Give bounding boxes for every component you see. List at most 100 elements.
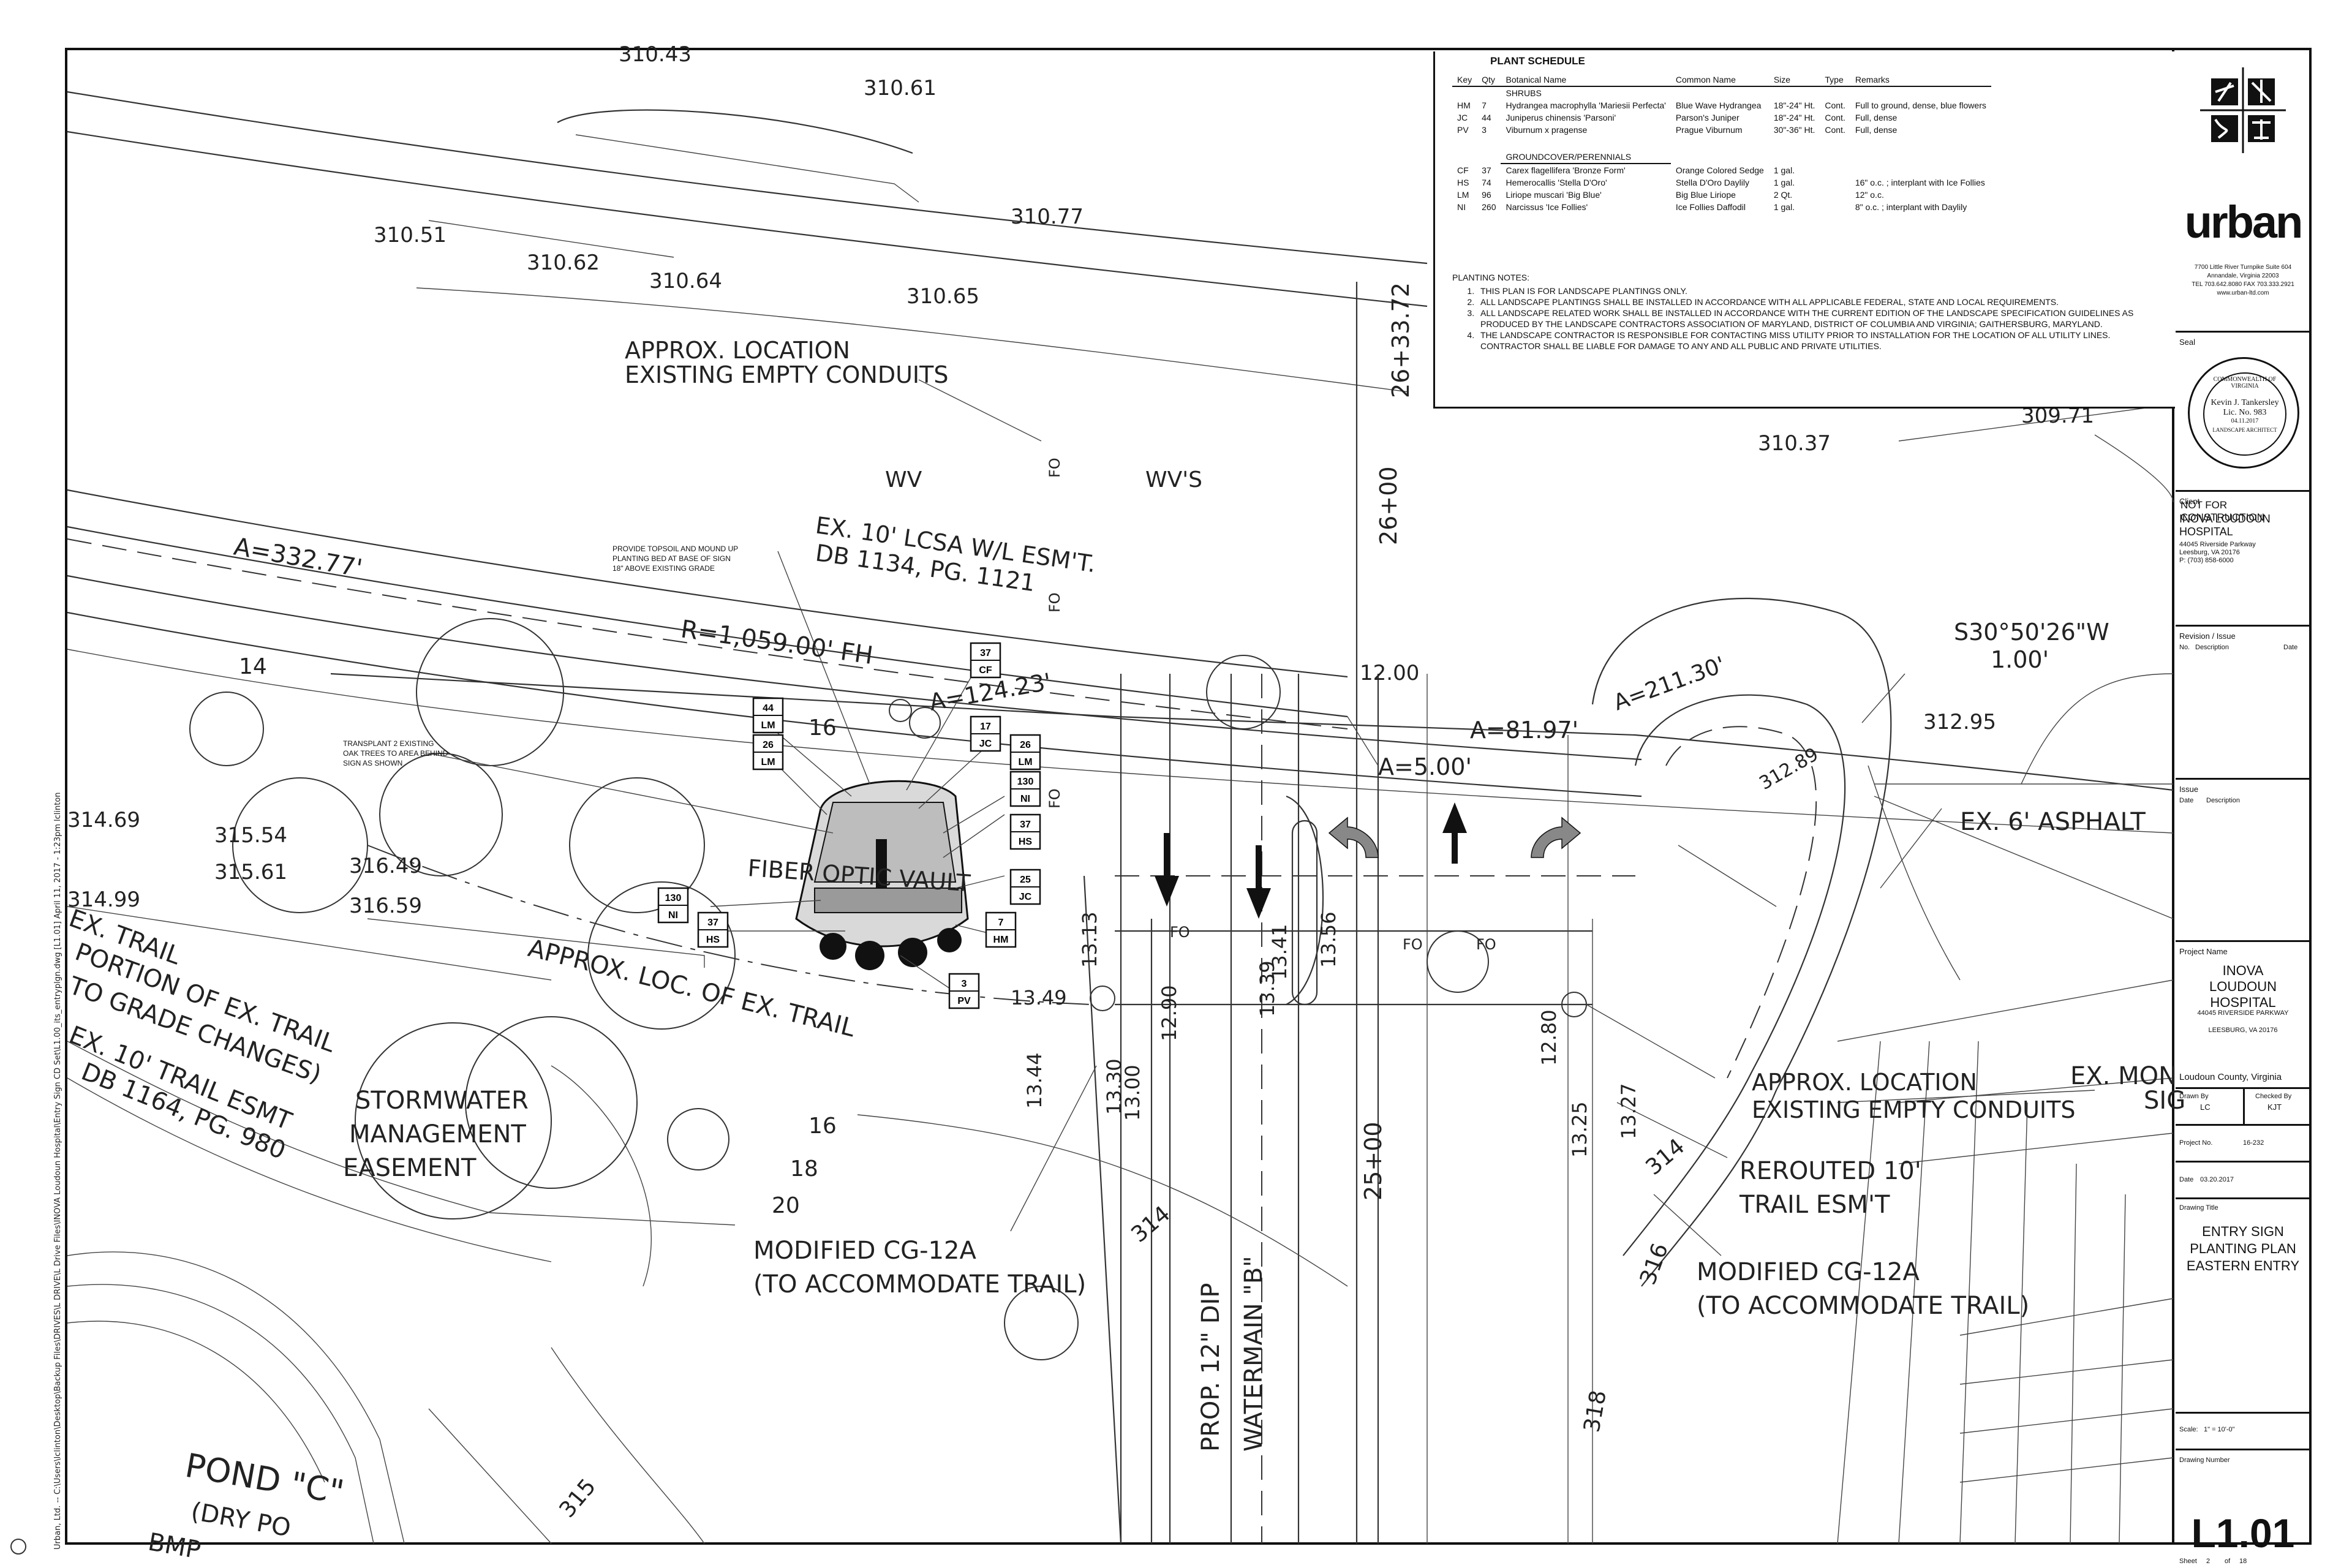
firm-address-line-2: Annandale, Virginia 22003: [2207, 273, 2279, 279]
drawing-number-label: Drawing Number: [2179, 1457, 2230, 1464]
groundcover-cell: [1820, 176, 1850, 189]
scale-section: Scale: 1" = 10'-0": [2176, 1412, 2310, 1450]
col-key: Key: [1452, 74, 1477, 87]
project-name: INOVA LOUDOUN HOSPITAL: [2209, 963, 2277, 1010]
shrub-cell: Cont.: [1825, 100, 1845, 110]
contour-316: 316: [1635, 1240, 1673, 1288]
project-no: 16-232: [2243, 1139, 2264, 1147]
label-bearing: S30°50'26"W: [1954, 619, 2109, 646]
label-rerouted: REROUTED 10': [1740, 1157, 1921, 1185]
firm-address-line-1: 7700 Little River Turnpike Suite 604: [2194, 264, 2292, 271]
groundcover-cell: 8" o.c. ; interplant with Daylily: [1855, 202, 1967, 212]
plant-tag-qty: 130: [665, 893, 682, 903]
client-name: INOVA LOUDOUN HOSPITAL: [2179, 513, 2271, 538]
planting-notes: PLANTING NOTES: THIS PLAN IS FOR LANDSCA…: [1452, 272, 2163, 352]
spot-elev-31077: 310.77: [1011, 205, 1084, 229]
label-trail-esmt2: TRAIL ESM'T: [1739, 1191, 1890, 1219]
contour-1327: 13.27: [1617, 1083, 1640, 1139]
groundcover-cell: 260: [1482, 202, 1496, 212]
shrub-cell: Blue Wave Hydrangea: [1675, 100, 1762, 110]
groundcover-cell: [1820, 164, 1850, 176]
fo-label-6: FO: [1476, 936, 1496, 953]
scale-label: Scale:: [2179, 1426, 2198, 1433]
groundcover-cell: Hemerocallis 'Stella D'Oro': [1506, 178, 1607, 187]
contour-1356: 13.56: [1317, 911, 1340, 968]
label-station-2500: 25+00: [1360, 1121, 1387, 1200]
checked-by-label: Checked By: [2255, 1093, 2292, 1100]
shrub-cell: 7: [1482, 100, 1487, 110]
label-management: MANAGEMENT: [349, 1120, 526, 1148]
plant-tag-qty: 17: [980, 722, 991, 732]
shrub-cell: Prague Viburnum: [1675, 125, 1743, 135]
scale: 1" = 10'-0": [2204, 1426, 2235, 1433]
plant-tag-key: JC: [979, 739, 992, 749]
issue-section: Issue Date Description: [2176, 778, 2310, 939]
plant-tag-key: LM: [1018, 757, 1032, 767]
title-block: urban 7700 Little River Turnpike Suite 6…: [2176, 49, 2310, 1565]
shrub-cell: Full, dense: [1855, 125, 1898, 135]
plant-tag-qty: 37: [707, 918, 718, 928]
label-watermain: WATERMAIN "B": [1240, 1256, 1268, 1452]
contour-16: 16: [809, 715, 837, 741]
spot-elev-31061: 310.61: [864, 76, 937, 100]
entry-sign-bed: [795, 780, 969, 970]
plant-tag-key: NI: [1020, 794, 1030, 804]
checked-by: KJT: [2267, 1102, 2282, 1112]
groundcover-cell: 12" o.c.: [1855, 190, 1884, 200]
contour-14: 14: [239, 654, 267, 679]
label-bmp: BMP: [146, 1528, 203, 1565]
plant-tag-qty: 130: [1017, 777, 1034, 787]
groundcover-cell: 1 gal.: [1773, 202, 1795, 212]
sheet-border: [65, 48, 2312, 1545]
label-dip: PROP. 12" DIP: [1197, 1283, 1225, 1452]
spot-elev-31064: 310.64: [649, 269, 722, 293]
firm-address: 7700 Little River Turnpike Suite 604 Ann…: [2176, 263, 2310, 298]
client-address-line-2: Leesburg, VA 20176: [2179, 549, 2240, 556]
groundcover-cell: Stella D'Oro Daylily: [1675, 178, 1749, 187]
plant-tag-qty: 44: [763, 703, 774, 714]
shrub-cell: 3: [1482, 125, 1487, 135]
shrub-cell: Cont.: [1825, 125, 1845, 135]
note-2: ALL LANDSCAPE PLANTINGS SHALL BE INSTALL…: [1477, 296, 2163, 307]
plant-tag-qty: 37: [980, 648, 991, 658]
label-existing-conduits: EXISTING EMPTY CONDUITS: [625, 361, 948, 388]
leader-lines: [428, 379, 2095, 1256]
firm-address-line-3: TEL 703.642.8080 FAX 703.333.2921: [2192, 281, 2294, 288]
label-sig: SIG: [2144, 1087, 2185, 1115]
fo-label-1: FO: [1046, 458, 1063, 478]
contour-314b: 314: [1641, 1134, 1689, 1180]
client-address: 44045 Riverside Parkway Leesburg, VA 201…: [2179, 541, 2256, 565]
client-section: Client INOVA LOUDOUN HOSPITAL 44045 Rive…: [2176, 490, 2310, 682]
groundcover-cell: Narcissus 'Ice Follies': [1506, 202, 1588, 212]
date: 03.20.2017: [2200, 1176, 2234, 1183]
label-approx-location-2: APPROX. LOCATION: [1752, 1069, 1977, 1096]
label-arc-a4: A=5.00': [1378, 753, 1472, 780]
drawn-by-label: Drawn By: [2179, 1093, 2209, 1100]
col-remarks: Remarks: [1850, 74, 1991, 87]
groundcover-cell: [1820, 201, 1850, 213]
plant-tag-key: LM: [761, 757, 775, 767]
sheet-number: 2: [2206, 1558, 2211, 1565]
project-no-section: Project No. 16-232: [2176, 1124, 2310, 1163]
revision-col-date: Date: [2283, 644, 2298, 651]
revision-col-desc: Description: [2195, 644, 2230, 651]
groundcover-heading: GROUNDCOVER/PERENNIALS: [1501, 151, 1671, 164]
label-ex-asphalt: EX. 6' ASPHALT: [1960, 808, 2146, 836]
groundcover-cell: 74: [1482, 178, 1491, 187]
plant-tag-hm: 7HM: [985, 911, 1017, 948]
sheet-of-label: of: [2225, 1558, 2231, 1565]
plant-schedule: PLANT SCHEDULE Key Qty Botanical Name Co…: [1433, 51, 2175, 409]
note-1: THIS PLAN IS FOR LANDSCAPE PLANTINGS ONL…: [1477, 285, 2163, 296]
